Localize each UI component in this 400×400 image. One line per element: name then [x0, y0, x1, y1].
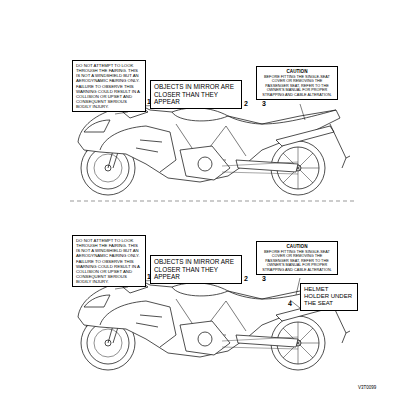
helmet-label: HELMET HOLDER UNDER THE SEAT: [300, 283, 358, 311]
divider-line: [70, 201, 356, 202]
label-text: DO NOT ATTEMPT TO LOOK THROUGH THE FAIRI…: [76, 63, 142, 109]
callout-number: 2: [244, 275, 248, 282]
label-heading: CAUTION: [260, 69, 334, 75]
label-text: OBJECTS IN MIRROR ARE CLOSER THAN THEY A…: [154, 258, 238, 281]
callout-number: 3: [262, 100, 266, 107]
motorcycle-top: [78, 103, 350, 195]
label-text: HELMET HOLDER UNDER THE SEAT: [304, 286, 354, 308]
warning-label: OBJECTS IN MIRROR ARE CLOSER THAN THEY A…: [150, 255, 242, 284]
label-heading: CAUTION: [260, 244, 334, 250]
warning-label: DO NOT ATTEMPT TO LOOK THROUGH THE FAIRI…: [72, 60, 146, 112]
callout-number: 1: [147, 98, 151, 105]
callout-number: 2: [244, 100, 248, 107]
callout-number: 1: [147, 273, 151, 280]
callout-number: 4: [288, 300, 292, 307]
warning-label: DO NOT ATTEMPT TO LOOK THROUGH THE FAIRI…: [72, 235, 146, 287]
label-text: DO NOT ATTEMPT TO LOOK THROUGH THE FAIRI…: [76, 238, 142, 284]
drawing-code: V3T0099: [358, 386, 376, 391]
label-text: BEFORE FITTING THE SINGLE-SEAT COVER OR …: [260, 250, 334, 273]
label-text: OBJECTS IN MIRROR ARE CLOSER THAN THEY A…: [154, 83, 238, 106]
warning-label: CAUTIONBEFORE FITTING THE SINGLE-SEAT CO…: [256, 66, 338, 100]
label-text: BEFORE FITTING THE SINGLE-SEAT COVER OR …: [260, 75, 334, 98]
callout-number: 3: [262, 275, 266, 282]
warning-label: OBJECTS IN MIRROR ARE CLOSER THAN THEY A…: [150, 80, 242, 109]
warning-label: CAUTIONBEFORE FITTING THE SINGLE-SEAT CO…: [256, 241, 338, 275]
